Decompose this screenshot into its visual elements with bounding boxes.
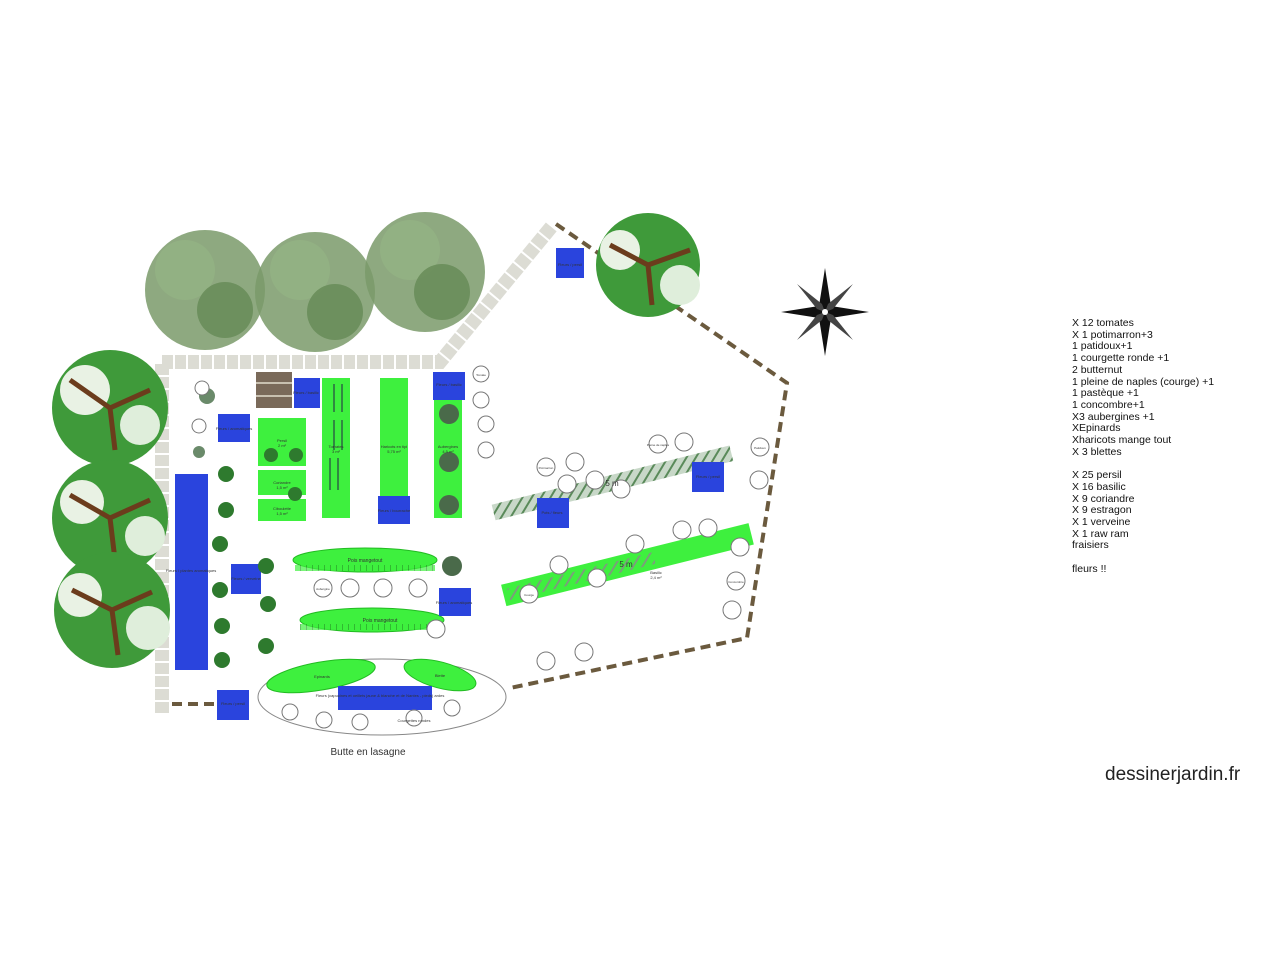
shopping-list-line: 1 patidoux+1 [1072,340,1133,353]
brand-watermark: dessinerjardin.fr [1105,764,1241,785]
circle-label: Tomate [476,373,486,377]
circle-label: Concombre [728,580,744,584]
zone-label: Fleurs / persil [221,701,245,706]
bed-label: Pois mangetout [348,558,383,564]
tomato-stakes [329,384,343,490]
bed-label: Pois mangetout [363,618,398,624]
bed-tomates-1 [322,378,350,518]
shopping-list-line: X 16 basilic [1072,480,1126,493]
tree-icon [365,212,485,332]
garden-border [172,222,790,706]
tree-icon [52,460,168,576]
shopping-list-line: X3 aubergines +1 [1072,410,1155,423]
zone-label: Pots / fleurs [541,510,562,515]
tree-icon [255,232,375,352]
bed-ciboulette [258,499,306,521]
bed-label: Fleurs (capucines et oeillets jaune & bl… [316,693,445,698]
bed-aubergines [434,378,462,518]
bed-label: Courgettes rondes [398,718,431,723]
shopping-list-line: X 1 potimarron+3 [1072,328,1153,341]
zone-label: Fleurs / aromatiques [436,600,472,605]
shopping-list-line: 2 butternut [1072,363,1123,376]
pallet-icon [256,372,292,408]
shopping-list-line: 1 pastèque +1 [1072,387,1139,400]
circle-label: Pleine de naples [647,443,670,447]
zone-label: Fleurs / aromatiques [216,426,252,431]
shopping-list-line: Xharicots mange tout [1072,434,1172,447]
compass-rose-icon [781,268,869,356]
shopping-list-line: 1 concombre+1 [1072,398,1145,411]
bed-haricots [380,378,408,518]
circle-label: Potimarron [539,466,554,470]
shopping-list-line: X 3 blettes [1072,445,1122,458]
bed-label: Blette [435,673,446,678]
circle-label: Courge [524,593,534,597]
shopping-list-line: X 12 tomates [1072,317,1134,329]
shopping-list-line: fraisiers [1072,539,1109,552]
zone-label: Fleurs / basilic [436,382,462,387]
shopping-list-line: 1 courgette ronde +1 [1072,352,1170,365]
shopping-list-line: fleurs !! [1072,562,1107,575]
shopping-list-line [1072,552,1214,564]
bed-label: 5 m [605,479,619,488]
blue-zones [175,248,724,720]
tree-icon [596,213,700,317]
circle-label: Aubergine [316,587,330,591]
plant-circles [191,365,770,731]
shopping-list-line: X 25 persil [1072,469,1122,482]
zone-label: Fleurs / basilic [293,390,319,395]
shopping-list-line: X 9 estragon [1072,504,1132,517]
shopping-list-line: X 1 verveine [1072,515,1131,528]
bed-label: Epinards [314,674,330,679]
bed-label: 5 m [619,560,633,569]
shopping-list-line: 1 pleine de naples (courge) +1 [1072,375,1215,388]
bed-blettes [403,658,477,692]
shopping-list-line: X 1 raw ram [1072,527,1129,540]
zone-label: Fleurs / persil [696,474,720,479]
zone-label: Fleurs / persil [558,262,582,267]
tree-icon [145,230,265,350]
butte-label: Butte en lasagne [330,747,405,758]
shopping-list-line: X 9 coriandre [1072,492,1135,505]
tree-icon [54,552,170,668]
tree-icon [52,350,168,466]
zone-label: Fleurs / plantes aromatiques [166,568,216,573]
bed-epinards [266,658,376,694]
circle-label: Patidoux [754,446,766,450]
zone-label: Fleurs / verveine [231,576,261,581]
shopping-list-line: XEpinards [1072,422,1121,435]
zone-label: Fleurs / bourrache [378,508,411,513]
